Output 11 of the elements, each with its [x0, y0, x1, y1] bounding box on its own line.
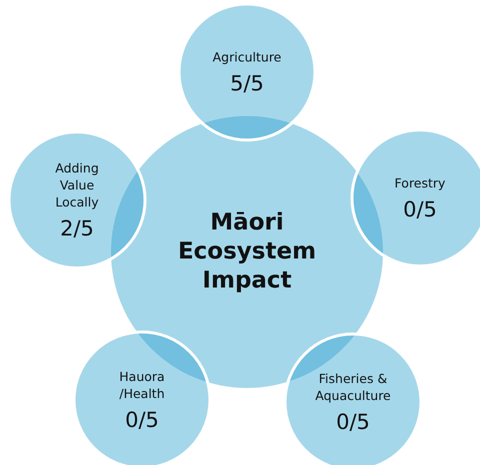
score-text: 0/5 — [125, 408, 159, 432]
topic-label: Hauora /Health — [118, 368, 166, 402]
score-text: 2/5 — [60, 216, 94, 240]
score-text: 0/5 — [403, 198, 437, 222]
topic-label: Adding Value Locally — [54, 160, 100, 210]
score-text: 5/5 — [230, 72, 264, 96]
topic-label: Fisheries & Aquaculture — [314, 370, 392, 404]
score-text: 0/5 — [336, 410, 370, 434]
central-title: Māori Ecosystem Impact — [176, 208, 318, 296]
topic-label: Forestry — [394, 174, 446, 192]
topic-label: Agriculture — [212, 48, 282, 66]
